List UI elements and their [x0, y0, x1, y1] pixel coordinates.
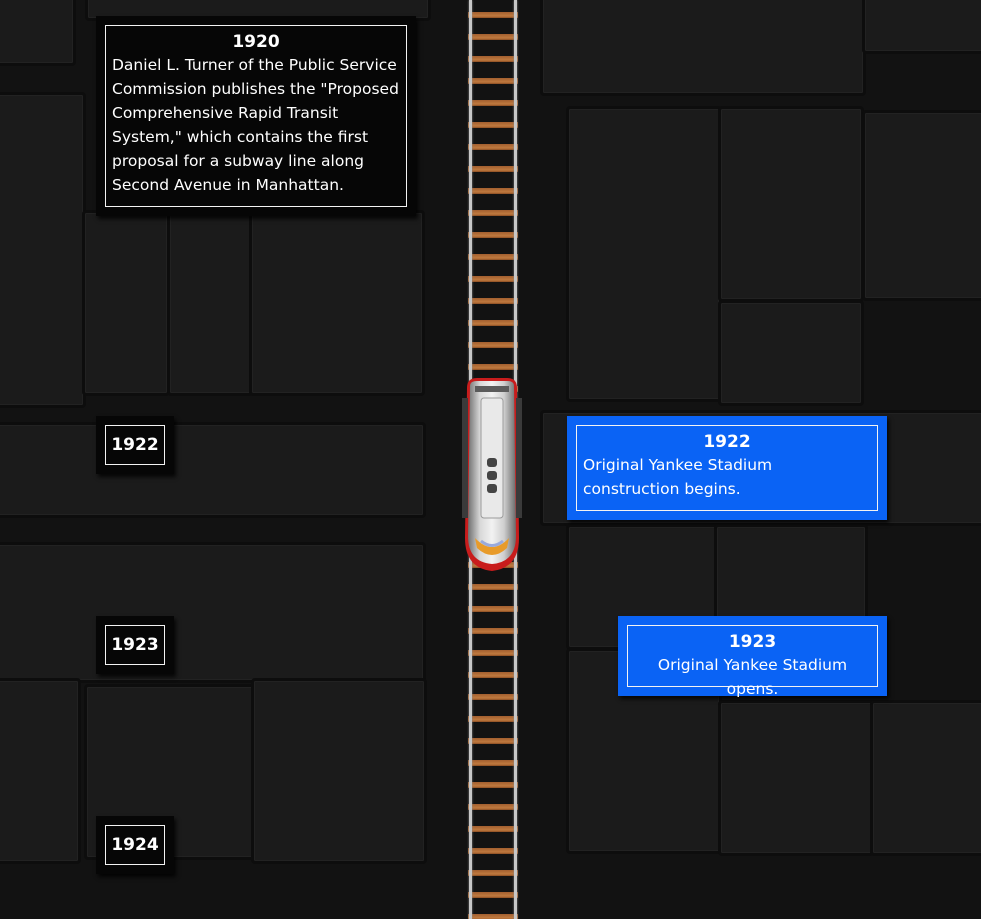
year-tag-1923[interactable]: 1923 — [96, 616, 174, 674]
year-tag-label: 1923 — [105, 625, 165, 665]
card-description: Original Yankee Stadium construction beg… — [583, 456, 773, 498]
map-block — [251, 678, 427, 864]
timeline-card-1920: 1920 Daniel L. Turner of the Public Serv… — [96, 16, 416, 216]
map-block — [718, 106, 864, 302]
year-tag-label: 1924 — [105, 825, 165, 865]
map-block — [870, 700, 981, 856]
map-block — [862, 110, 981, 301]
card-description: Original Yankee Stadium opens. — [657, 656, 848, 698]
year-tag-1922[interactable]: 1922 — [96, 416, 174, 474]
map-block — [718, 300, 864, 406]
train-icon — [461, 378, 523, 572]
timeline-card-1923: 1923 Original Yankee Stadium opens. — [618, 616, 887, 698]
map-block — [862, 0, 981, 54]
map-block — [714, 524, 868, 620]
map-block — [566, 106, 722, 402]
card-frame: 1920 Daniel L. Turner of the Public Serv… — [105, 25, 407, 207]
map-block — [540, 0, 866, 96]
card-frame: 1923 Original Yankee Stadium opens. — [627, 625, 878, 698]
map-block — [0, 422, 426, 518]
map-block — [0, 92, 86, 408]
map-block — [249, 210, 425, 396]
timeline-card-1922: 1922 Original Yankee Stadium constructio… — [567, 416, 887, 520]
card-year: 1920 — [232, 32, 280, 52]
map-block — [0, 0, 76, 66]
card-year: 1922 — [703, 432, 751, 452]
year-tag-1924[interactable]: 1924 — [96, 816, 174, 874]
map-block — [718, 700, 874, 856]
year-tag-label: 1922 — [105, 425, 165, 465]
map-block — [167, 210, 253, 396]
card-frame: 1922 Original Yankee Stadium constructio… — [576, 425, 878, 511]
card-description: Daniel L. Turner of the Public Service C… — [112, 56, 399, 194]
map-block — [82, 210, 170, 396]
map-block — [0, 542, 426, 683]
card-year: 1923 — [728, 632, 777, 652]
map-block — [0, 678, 81, 864]
